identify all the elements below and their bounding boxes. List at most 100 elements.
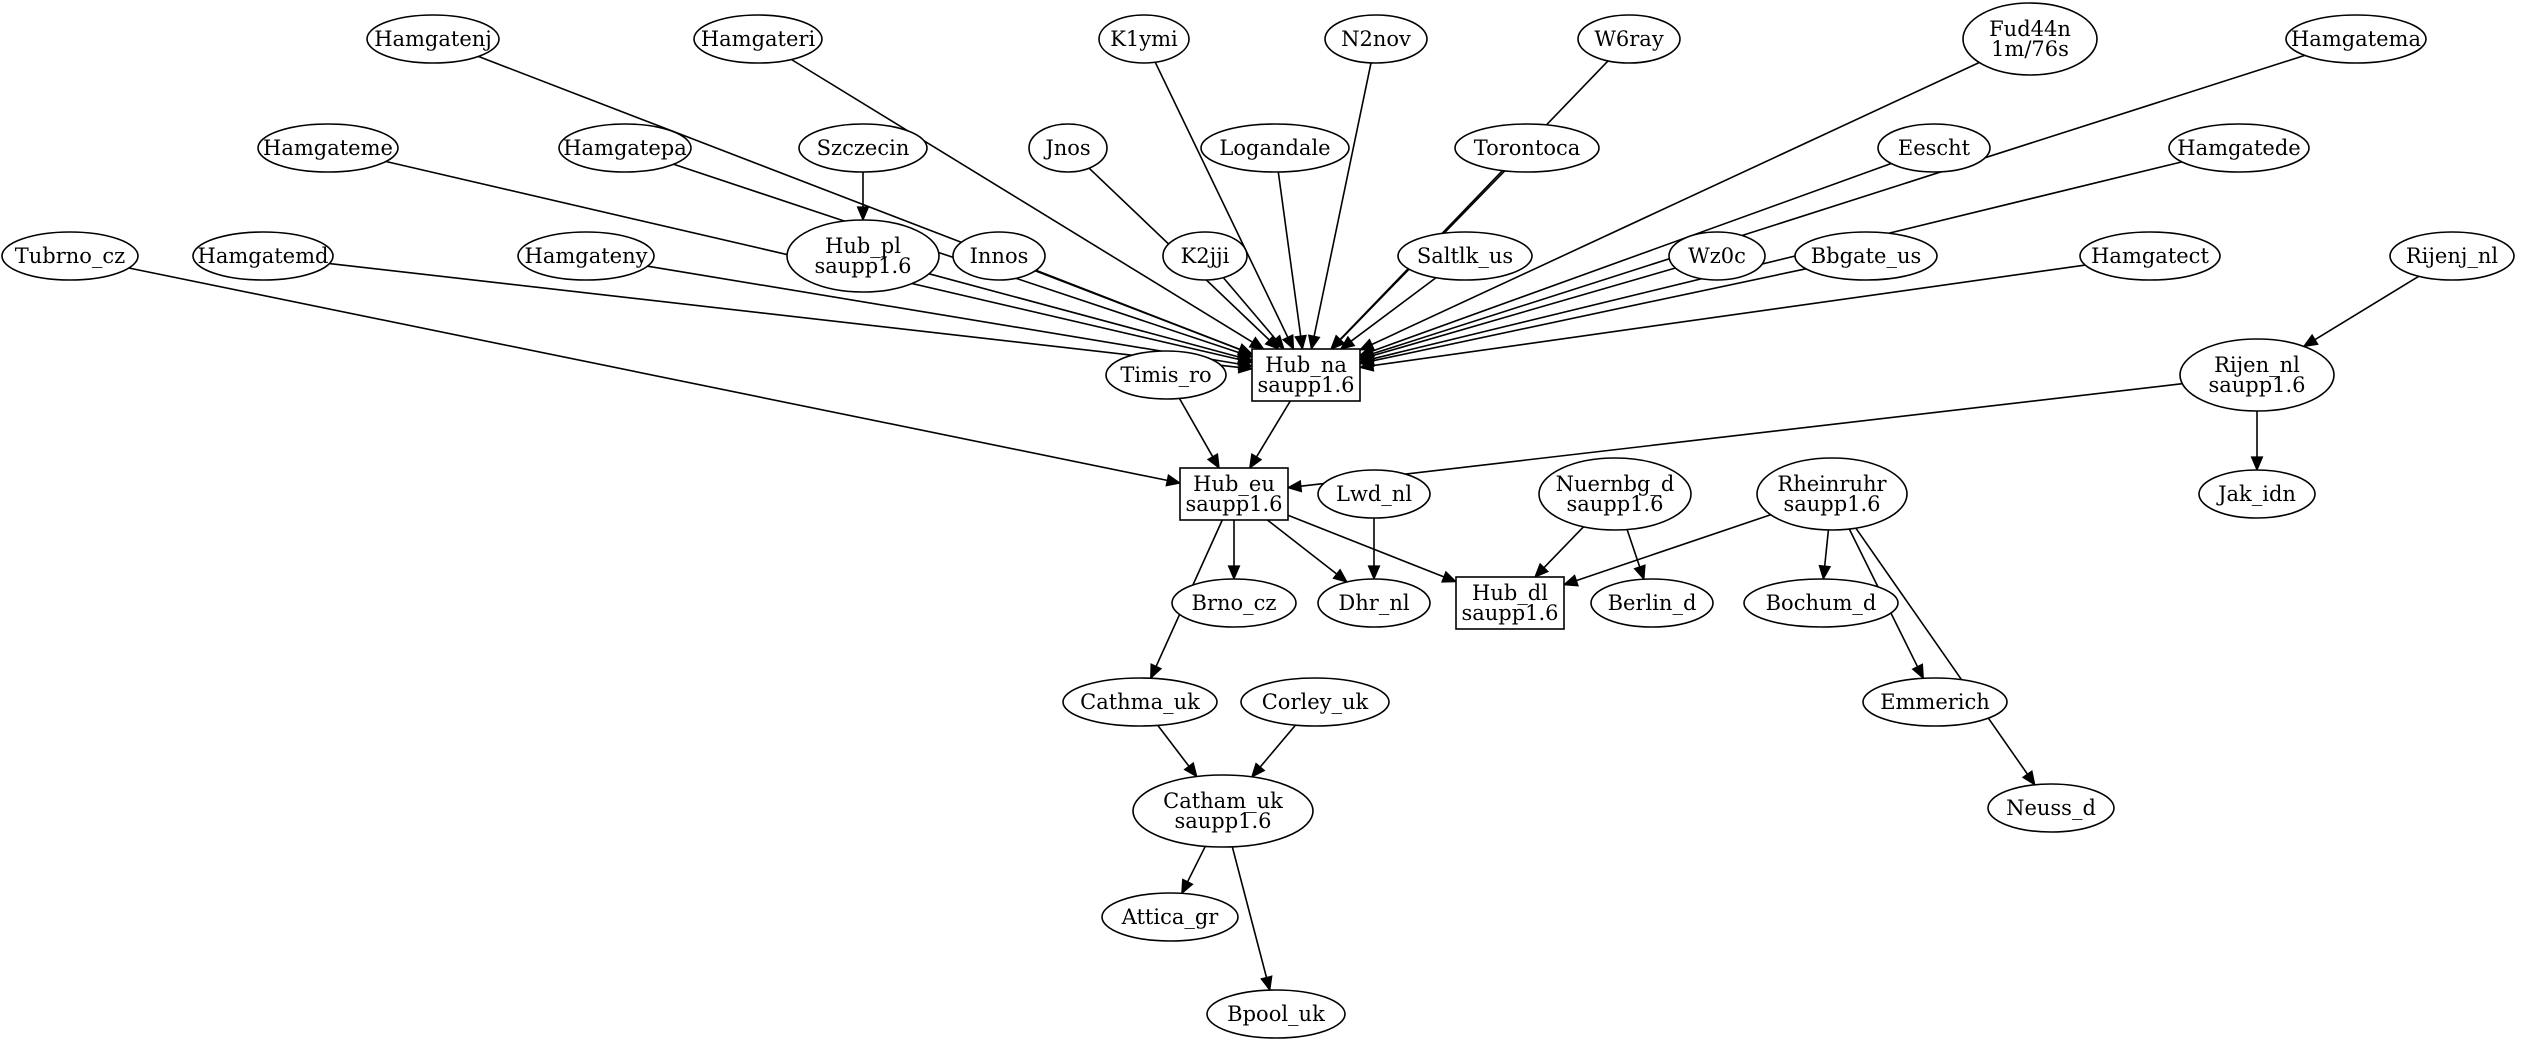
node-hamgateny[interactable]: Hamgateny: [517, 231, 655, 281]
node-wz0c[interactable]: Wz0c: [1668, 231, 1766, 281]
edge-n2nov-to-hub_na: [1307, 62, 1372, 351]
edge-rheinruhr-to-hub_dl: [1562, 513, 1771, 587]
node-hamgatede[interactable]: Hamgatede: [2168, 123, 2310, 173]
node-label-line: Brno_cz: [1192, 591, 1277, 615]
node-hamgatema[interactable]: Hamgatema: [2285, 14, 2427, 64]
node-attica-gr[interactable]: Attica_gr: [1101, 892, 1239, 942]
node-label-line: Catham_uk: [1163, 789, 1283, 813]
node-label-line: saupp1.6: [1566, 492, 1663, 516]
node-w6ray[interactable]: W6ray: [1577, 14, 1681, 64]
node-hamgatemd[interactable]: Hamgatemd: [192, 231, 334, 281]
node-label-line: Jnos: [1043, 136, 1090, 160]
node-brno-cz[interactable]: Brno_cz: [1171, 578, 1297, 628]
node-timis-ro[interactable]: Timis_ro: [1105, 350, 1227, 400]
edge-nuernbg_d-to-hub_dl: [1533, 526, 1585, 579]
edge-rijen_nl-to-hub_eu: [1286, 382, 2183, 493]
edge-k1ymi-to-hub_na: [1154, 61, 1295, 351]
node-k1ymi[interactable]: K1ymi: [1098, 14, 1190, 64]
node-label-line: Emmerich: [1880, 690, 1990, 714]
edge-hamgateri-to-hub_na: [790, 58, 1265, 350]
node-hamgatect[interactable]: Hamgatect: [2079, 231, 2221, 281]
node-label-line: Berlin_d: [1608, 591, 1697, 615]
node-label-line: Bpool_uk: [1227, 1002, 1325, 1026]
edge-catham_uk-to-bpool_uk: [1231, 846, 1273, 992]
edge-hub_eu-to-hub_dl: [1287, 514, 1458, 583]
node-jnos[interactable]: Jnos: [1028, 123, 1108, 173]
node-k2jji[interactable]: K2jji: [1162, 231, 1248, 281]
edge-cathma_uk-to-catham_uk: [1157, 724, 1198, 778]
node-hamgatepa[interactable]: Hamgatepa: [558, 123, 692, 173]
edge-saltlk_us-to-hub_na: [1339, 276, 1437, 350]
node-label-line: W6ray: [1594, 27, 1664, 51]
node-label-line: Hamgatemd: [198, 244, 329, 268]
node-neuss-d[interactable]: Neuss_d: [1987, 783, 2115, 833]
edge-nuernbg_d-to-berlin_d: [1626, 529, 1646, 581]
node-bpool-uk[interactable]: Bpool_uk: [1206, 989, 1346, 1039]
node-torontoca[interactable]: Torontoca: [1454, 123, 1600, 173]
node-bbgate-us[interactable]: Bbgate_us: [1794, 231, 1938, 281]
node-eescht[interactable]: Eescht: [1877, 123, 1991, 173]
node-label-line: saupp1.6: [2208, 373, 2305, 397]
node-dhr-nl[interactable]: Dhr_nl: [1317, 578, 1431, 628]
node-label-line: Hamgatepa: [563, 136, 687, 160]
node-label-line: saupp1.6: [1461, 601, 1558, 625]
edge-rheinruhr-to-neuss_d: [1855, 527, 2036, 787]
edge-bbgate_us-to-hub_na: [1358, 268, 1807, 367]
node-label-line: Hub_dl: [1472, 581, 1548, 605]
node-n2nov[interactable]: N2nov: [1324, 14, 1428, 64]
node-label-line: saupp1.6: [1185, 492, 1282, 516]
edge-hamgatenj-to-hub_na: [478, 55, 1254, 356]
edge-hub_na-to-hub_eu: [1248, 400, 1291, 470]
node-szczecin[interactable]: Szczecin: [798, 123, 928, 173]
node-innos[interactable]: Innos: [952, 231, 1046, 281]
edge-szczecin-to-hub_pl: [856, 172, 870, 222]
edge-hub_eu-to-brno_cz: [1227, 520, 1241, 581]
node-tubrno-cz[interactable]: Tubrno_cz: [1, 231, 139, 281]
node-label-line: Fud44n: [1989, 17, 2071, 41]
node-emmerich[interactable]: Emmerich: [1862, 677, 2008, 727]
node-logandale[interactable]: Logandale: [1200, 123, 1350, 173]
edges: [128, 54, 2420, 992]
node-label-line: Innos: [970, 244, 1029, 268]
node-label-line: saupp1.6: [1783, 492, 1880, 516]
node-bochum-d[interactable]: Bochum_d: [1743, 578, 1899, 628]
node-rijenj-nl[interactable]: Rijenj_nl: [2389, 231, 2515, 281]
edge-corley_uk-to-catham_uk: [1250, 724, 1297, 779]
node-label-line: K1ymi: [1110, 27, 1178, 51]
node-label-line: Cathma_uk: [1080, 690, 1200, 714]
node-hamgatenj[interactable]: Hamgatenj: [366, 14, 500, 64]
node-label-line: Dhr_nl: [1338, 591, 1409, 615]
node-hamgateri[interactable]: Hamgateri: [693, 14, 823, 64]
edge-hamgatemd-to-hub_na: [329, 262, 1254, 374]
node-label-line: Lwd_nl: [1336, 482, 1412, 506]
node-lwd-nl[interactable]: Lwd_nl: [1317, 469, 1431, 519]
node-saltlk-us[interactable]: Saltlk_us: [1397, 231, 1533, 281]
node-label-line: Saltlk_us: [1417, 244, 1513, 268]
node-label-line: Hamgatect: [2091, 244, 2209, 268]
node-label-line: saupp1.6: [1174, 809, 1271, 833]
edge-fud44n-to-hub_na: [1358, 61, 1980, 351]
edge-tubrno_cz-to-hub_eu: [128, 267, 1182, 487]
node-label-line: Nuernbg_d: [1556, 472, 1675, 496]
node-label-line: Jak_idn: [2216, 482, 2296, 506]
node-label-line: Bochum_d: [1766, 591, 1877, 615]
node-cathma-uk[interactable]: Cathma_uk: [1062, 677, 1218, 727]
node-label-line: Hamgateri: [701, 27, 816, 51]
node-hamgateme[interactable]: Hamgateme: [257, 123, 399, 173]
node-jak-idn[interactable]: Jak_idn: [2198, 469, 2316, 519]
node-label-line: Rheinruhr: [1777, 472, 1887, 496]
edge-rheinruhr-to-bochum_d: [1818, 529, 1832, 581]
node-label-line: Bbgate_us: [1811, 244, 1922, 268]
node-corley-uk[interactable]: Corley_uk: [1240, 677, 1390, 727]
node-berlin-d[interactable]: Berlin_d: [1590, 578, 1714, 628]
